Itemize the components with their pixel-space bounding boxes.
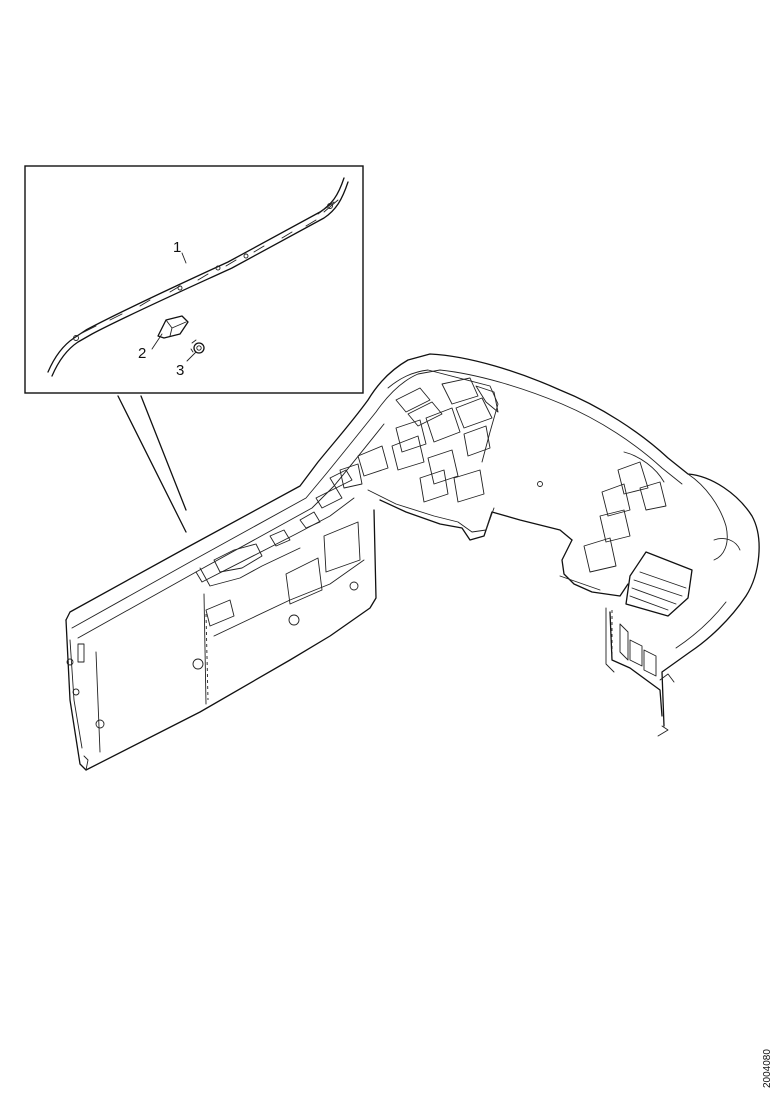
detail-inset: 1 2 3 (24, 165, 364, 394)
inset-pointer-left (117, 395, 187, 533)
callout-1: 1 (173, 239, 181, 256)
reference-code: 2004080 (762, 1049, 773, 1088)
part-1-trim-strip (47, 177, 349, 377)
leader-1 (181, 252, 187, 264)
callout-2: 2 (138, 345, 146, 362)
inset-frame (24, 165, 364, 394)
callout-3: 3 (176, 362, 184, 379)
inset-pointer-right (140, 395, 187, 511)
leader-3 (186, 351, 197, 362)
part-3-screw (190, 339, 205, 354)
leader-2 (151, 333, 163, 350)
dashboard-assembly (65, 353, 760, 771)
part-2-clip (157, 315, 189, 339)
